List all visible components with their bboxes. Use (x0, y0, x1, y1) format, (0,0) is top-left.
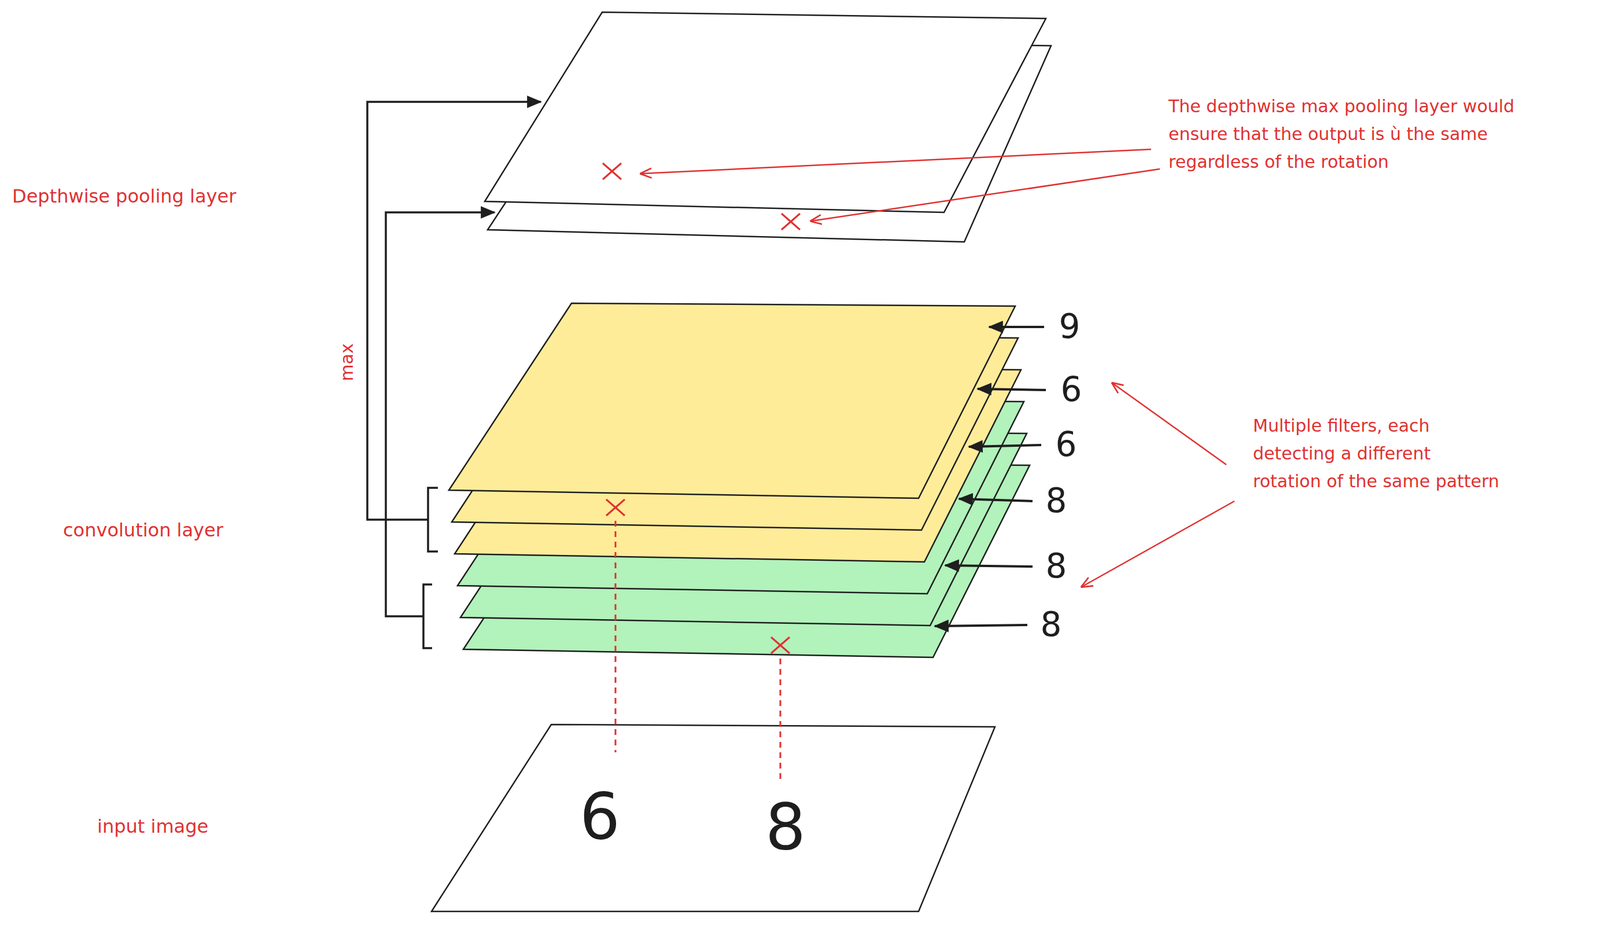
filter-digit: 8 (1045, 482, 1068, 520)
callout-note: Multiple filters, each detecting a diffe… (1252, 411, 1502, 496)
filter-digit: 6 (1055, 426, 1078, 464)
activation-mark (602, 163, 800, 654)
filter-digit: 8 (1045, 547, 1068, 585)
feature-map (448, 303, 1016, 499)
operation-name: max (333, 343, 361, 381)
filter-digit: 8 (1040, 606, 1063, 644)
projection-line (615, 520, 781, 783)
callout-leader (640, 149, 1235, 587)
layer-name: input image (97, 811, 209, 842)
callout-note: The depthwise max pooling layer would en… (1168, 92, 1574, 176)
layer-name: convolution layer (63, 515, 224, 545)
input-plane (431, 724, 995, 912)
filter-digit: 6 (1060, 371, 1083, 409)
pooling-map (484, 12, 1046, 213)
input-digit: 8 (765, 791, 806, 862)
max-connector (367, 101, 541, 648)
layer-name: Depthwise pooling layer (12, 181, 237, 212)
input-digit: 6 (579, 781, 621, 852)
pointer-arrow (934, 326, 1046, 626)
filter-digit: 9 (1059, 308, 1081, 346)
